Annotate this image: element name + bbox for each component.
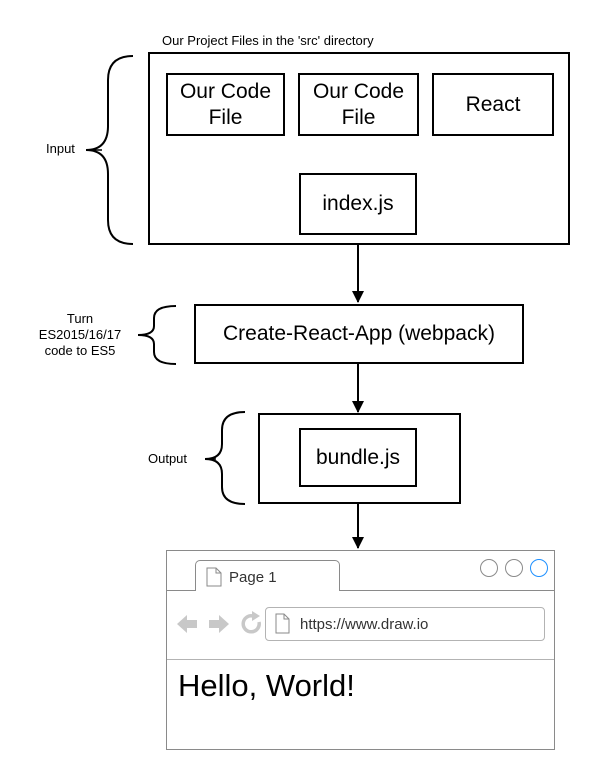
window-circle-3[interactable] xyxy=(530,559,548,577)
window-circle-1[interactable] xyxy=(480,559,498,577)
index-box: index.js xyxy=(299,173,417,235)
forward-icon[interactable] xyxy=(209,615,229,633)
index-label: index.js xyxy=(322,192,394,215)
input-label: Input xyxy=(46,141,75,156)
cra-label: Create-React-App (webpack) xyxy=(223,322,495,345)
turn-label-line-1: Turn xyxy=(66,311,94,326)
browser-window: Page 1 https://www.draw.io Hello, World! xyxy=(166,550,555,750)
back-icon[interactable] xyxy=(177,615,197,633)
turn-label: Turn ES2015/16/17 code to ES5 xyxy=(30,311,130,359)
output-brace xyxy=(204,411,246,505)
tab-label: Page 1 xyxy=(229,569,277,586)
tab-bar-border xyxy=(167,590,554,591)
url-bar[interactable]: https://www.draw.io xyxy=(265,607,545,641)
code-file-label-1: Our Code File xyxy=(179,79,272,129)
toolbar-separator xyxy=(167,659,554,660)
output-label: Output xyxy=(148,451,188,466)
container-title: Our Project Files in the 'src' directory xyxy=(162,33,374,48)
nav-controls xyxy=(177,611,261,634)
cra-box: Create-React-App (webpack) xyxy=(194,304,524,364)
bundle-label: bundle.js xyxy=(315,445,401,469)
reload-icon[interactable] xyxy=(241,611,261,634)
page-content: Hello, World! xyxy=(178,668,355,703)
turn-label-line-3: code to ES5 xyxy=(44,343,116,358)
code-file-box-2: Our Code File xyxy=(298,73,419,136)
page-icon xyxy=(206,567,222,587)
react-label: React xyxy=(465,92,521,116)
code-file-box-1: Our Code File xyxy=(166,73,285,136)
url-text: https://www.draw.io xyxy=(300,616,429,633)
browser-tab[interactable]: Page 1 xyxy=(195,560,340,591)
turn-label-line-2: ES2015/16/17 xyxy=(38,327,122,342)
bundle-box: bundle.js xyxy=(299,428,417,487)
url-page-icon xyxy=(275,613,290,634)
turn-brace xyxy=(137,305,177,365)
window-circle-2[interactable] xyxy=(505,559,523,577)
react-box: React xyxy=(432,73,554,136)
code-file-label-2: Our Code File xyxy=(312,79,405,129)
